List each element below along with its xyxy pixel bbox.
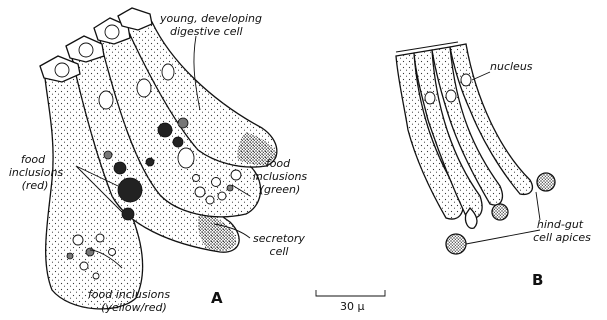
scale-bar-label: 30 μ (340, 300, 365, 313)
label-food-green-1: food (266, 157, 291, 170)
panel-label-b: B (532, 271, 543, 289)
label-food-red-2: inclusions (9, 166, 64, 179)
label-food-red-3: (red) (22, 179, 49, 192)
label-nucleus: nucleus (490, 60, 533, 73)
panel-a-drawing (40, 8, 277, 309)
label-hindgut-2: cell apices (533, 231, 591, 244)
scale-bar: 30 μ (316, 290, 385, 313)
label-food-yellow-2: (yellow/red) (101, 301, 167, 314)
panel-label-a: A (211, 289, 223, 307)
panel-b-drawing (396, 42, 555, 254)
label-food-red-1: food (21, 153, 46, 166)
label-food-yellow-1: food inclusions (88, 288, 170, 301)
label-secretory-1: secretory (253, 232, 305, 245)
label-food-green-2: inclusions (253, 170, 308, 183)
label-young-digestive-2: digestive cell (170, 25, 243, 38)
label-hindgut-1: hind-gut (537, 218, 584, 231)
label-young-digestive-1: young, developing (159, 12, 262, 25)
label-food-green-3: (green) (260, 183, 301, 196)
label-secretory-2: cell (270, 245, 289, 258)
